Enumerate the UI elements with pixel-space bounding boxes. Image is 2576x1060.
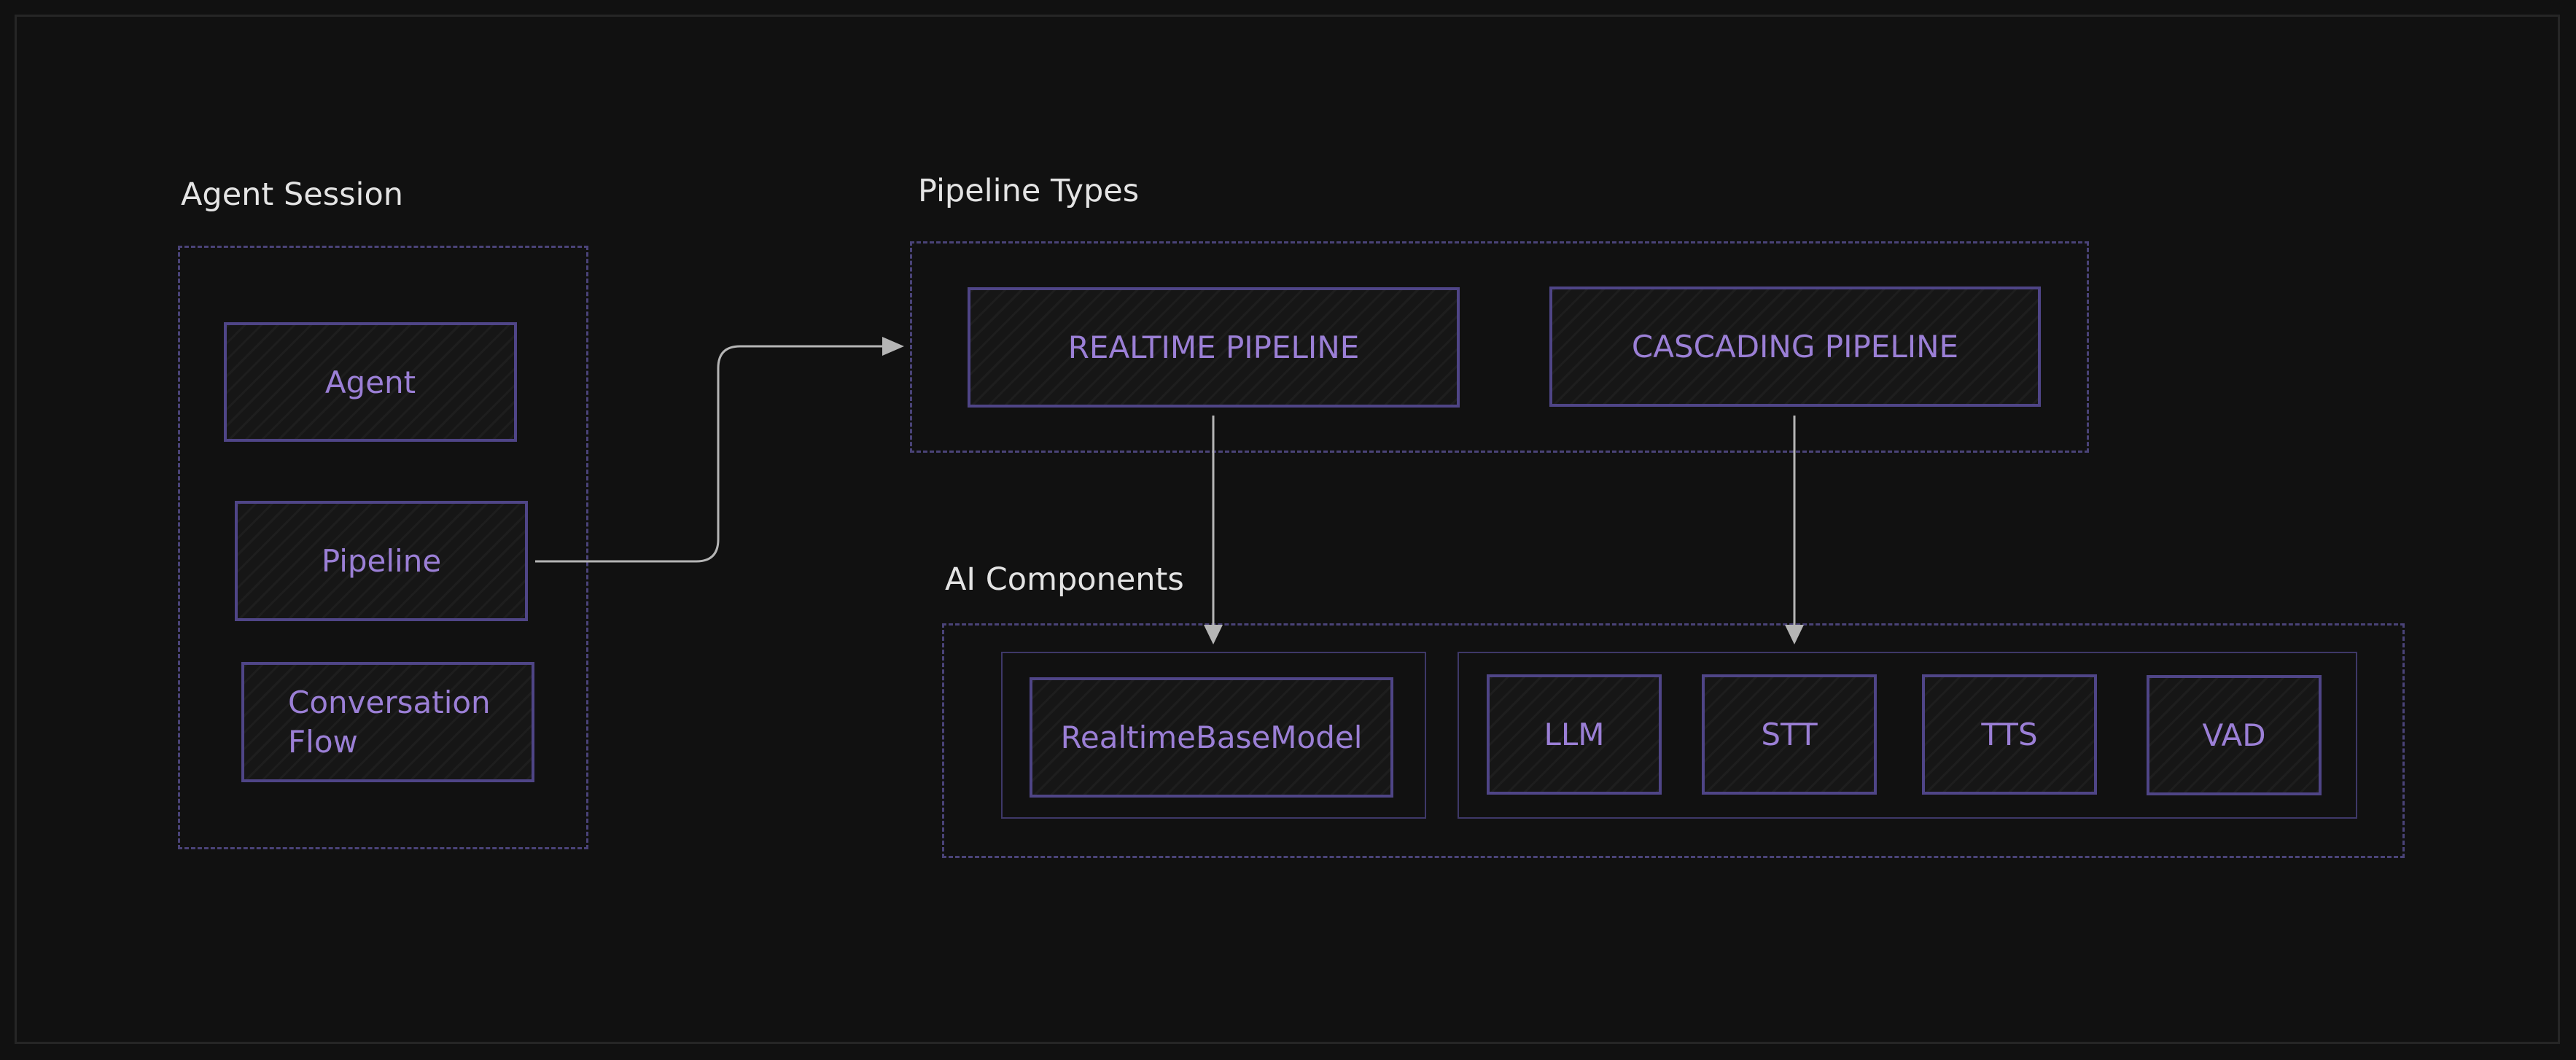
pipeline-node-label: Pipeline xyxy=(321,543,442,579)
pipeline-node[interactable]: Pipeline xyxy=(235,501,528,621)
llm-node[interactable]: LLM xyxy=(1487,674,1662,795)
cascading-pipeline-node-label: CASCADING PIPELINE xyxy=(1631,329,1959,365)
agent-session-label: Agent Session xyxy=(181,176,404,213)
ai-components-label: AI Components xyxy=(945,561,1184,598)
realtime-base-model-node-label: RealtimeBaseModel xyxy=(1060,720,1363,755)
canvas-frame xyxy=(15,15,2560,1044)
agent-node[interactable]: Agent xyxy=(224,322,517,442)
stt-node[interactable]: STT xyxy=(1702,674,1877,795)
stt-node-label: STT xyxy=(1761,717,1818,752)
arrowhead-pipeline-types xyxy=(882,337,904,356)
realtime-components-subgroup xyxy=(1001,652,1426,819)
vad-node[interactable]: VAD xyxy=(2147,675,2322,795)
tts-node[interactable]: TTS xyxy=(1922,674,2097,795)
ai-components-group xyxy=(942,623,2405,858)
cascading-pipeline-node[interactable]: CASCADING PIPELINE xyxy=(1549,287,2041,407)
llm-node-label: LLM xyxy=(1544,717,1605,752)
arrowhead-cascading-components xyxy=(1785,625,1804,644)
vad-node-label: VAD xyxy=(2202,717,2266,753)
arrowhead-realtime-base-model xyxy=(1204,625,1223,644)
pipeline-types-label: Pipeline Types xyxy=(918,173,1140,209)
pipeline-types-group xyxy=(910,241,2089,453)
tts-node-label: TTS xyxy=(1981,717,2038,752)
agent-session-group xyxy=(178,246,588,849)
agent-node-label: Agent xyxy=(324,364,416,400)
realtime-base-model-node[interactable]: RealtimeBaseModel xyxy=(1030,677,1393,798)
realtime-pipeline-node[interactable]: REALTIME PIPELINE xyxy=(968,287,1460,408)
conversation-flow-node-label: Conversation Flow xyxy=(288,684,491,760)
edge-pipeline-to-pipeline-types xyxy=(535,345,884,563)
cascading-components-subgroup xyxy=(1458,652,2357,819)
conversation-flow-node[interactable]: Conversation Flow xyxy=(241,662,534,782)
realtime-pipeline-node-label: REALTIME PIPELINE xyxy=(1067,330,1360,365)
